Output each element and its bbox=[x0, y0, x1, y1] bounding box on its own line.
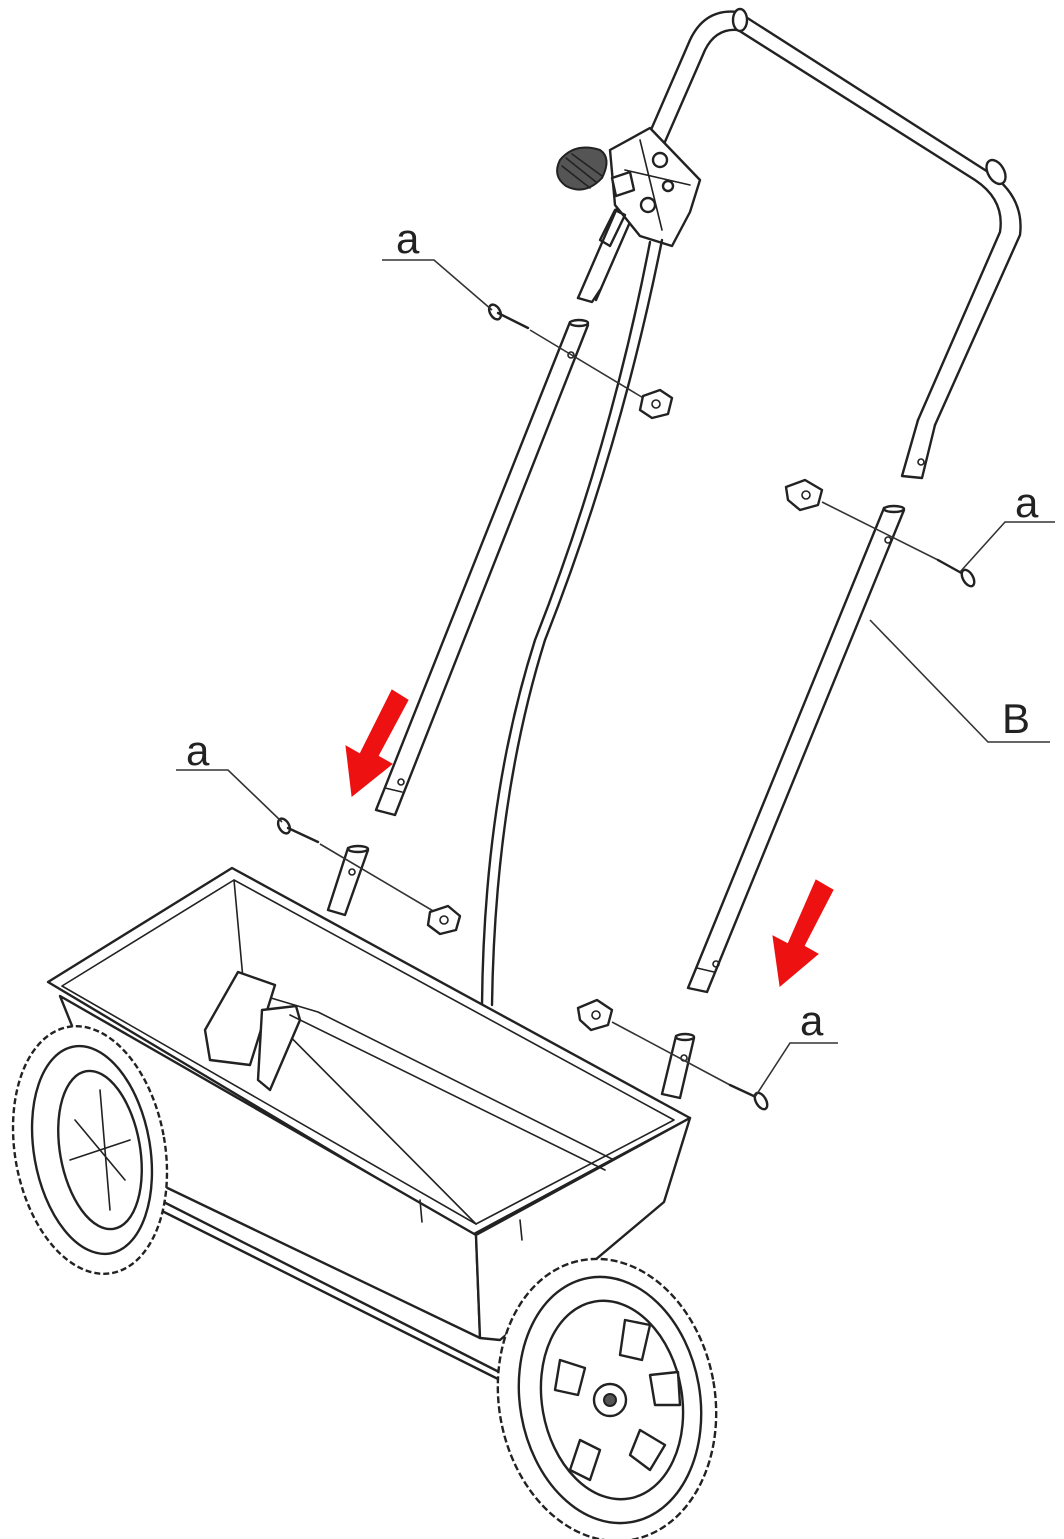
bolt-upper-left bbox=[487, 303, 651, 403]
label-a-top: a bbox=[396, 215, 420, 262]
bolt-middle-left bbox=[276, 817, 441, 916]
red-arrow-left-icon bbox=[345, 689, 409, 797]
callout-a-middle: a bbox=[176, 727, 283, 823]
red-arrow-right-icon bbox=[772, 879, 834, 987]
control-lever bbox=[556, 126, 702, 248]
wing-nut-middle-left bbox=[426, 904, 462, 936]
callout-a-top: a bbox=[382, 215, 493, 311]
left-frame-stub bbox=[326, 844, 370, 917]
callout-a-right: a bbox=[959, 479, 1055, 573]
left-wheel bbox=[11, 1025, 169, 1275]
bolt-lower-right bbox=[728, 1083, 769, 1111]
callout-a-bottom: a bbox=[754, 997, 838, 1098]
control-cable bbox=[490, 238, 664, 1007]
left-handle-tube bbox=[374, 318, 590, 817]
right-wheel bbox=[496, 1257, 718, 1539]
label-b: B bbox=[1002, 695, 1030, 742]
label-a-right: a bbox=[1015, 479, 1039, 526]
wing-nut-upper-right bbox=[784, 478, 824, 512]
handle-bar bbox=[576, 7, 1022, 480]
callout-b: B bbox=[869, 619, 1050, 743]
bolt-upper-right bbox=[936, 558, 976, 588]
wing-nut-upper-left bbox=[638, 388, 674, 420]
control-cable-inner bbox=[480, 240, 652, 1007]
hopper bbox=[46, 866, 692, 1392]
label-a-middle: a bbox=[186, 727, 210, 774]
label-a-bottom: a bbox=[800, 997, 824, 1044]
right-frame-stub bbox=[660, 1032, 696, 1100]
right-handle-tube-b bbox=[686, 504, 906, 994]
wing-nut-lower-right bbox=[576, 998, 614, 1032]
